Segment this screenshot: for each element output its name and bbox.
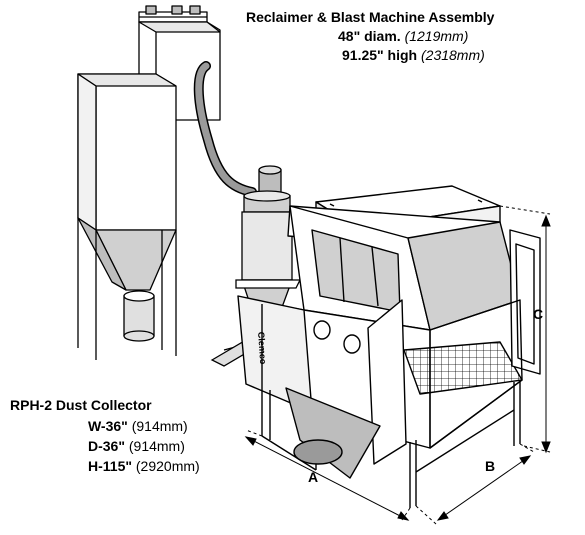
assembly-diameter-metric: (1219mm) [404, 28, 469, 44]
dimension-c-line [499, 205, 551, 454]
dimension-b-label: B [485, 458, 496, 474]
blast-cabinet [237, 185, 541, 508]
dimension-c-label: C [533, 306, 544, 322]
dust-collector-depth-value: D-36" [88, 438, 125, 454]
assembly-caption-title: Reclaimer & Blast Machine Assembly [246, 9, 495, 25]
assembly-diameter-value: 48" diam. [338, 28, 401, 44]
dust-collector-height-value: H-115" [88, 458, 132, 474]
dust-collector-width-metric: (914mm) [131, 418, 188, 434]
dust-collector-height-metric: (2920mm) [135, 458, 200, 474]
glove-port-left [313, 320, 331, 340]
dust-collector-depth: D-36" (914mm) [88, 439, 185, 453]
dimension-lines [244, 205, 551, 525]
dust-collector-depth-metric: (914mm) [128, 438, 185, 454]
dust-collector-title: RPH-2 Dust Collector [10, 397, 152, 413]
cabinet-door [367, 299, 407, 465]
dust-collector-top-bracket [138, 5, 208, 23]
cabinet-side-lettering: Clemco [256, 331, 268, 365]
dust-collector-width: W-36" (914mm) [88, 419, 188, 433]
assembly-diameter: 48" diam. (1219mm) [338, 29, 468, 43]
dimension-b-line [415, 443, 535, 525]
cabinet-grate [403, 341, 523, 395]
dimension-a-line [244, 429, 411, 521]
dust-collector-height: H-115" (2920mm) [88, 459, 200, 473]
dust-collector-drum [123, 290, 155, 342]
assembly-height-metric: (2318mm) [421, 47, 485, 63]
assembly-height-value: 91.25" high [342, 47, 418, 63]
glove-port-right [343, 334, 361, 354]
dimension-a-label: A [308, 469, 319, 485]
dust-collector-width-value: W-36" [88, 418, 128, 434]
assembly-height: 91.25" high (2318mm) [342, 48, 485, 62]
dust-collector [77, 5, 221, 360]
